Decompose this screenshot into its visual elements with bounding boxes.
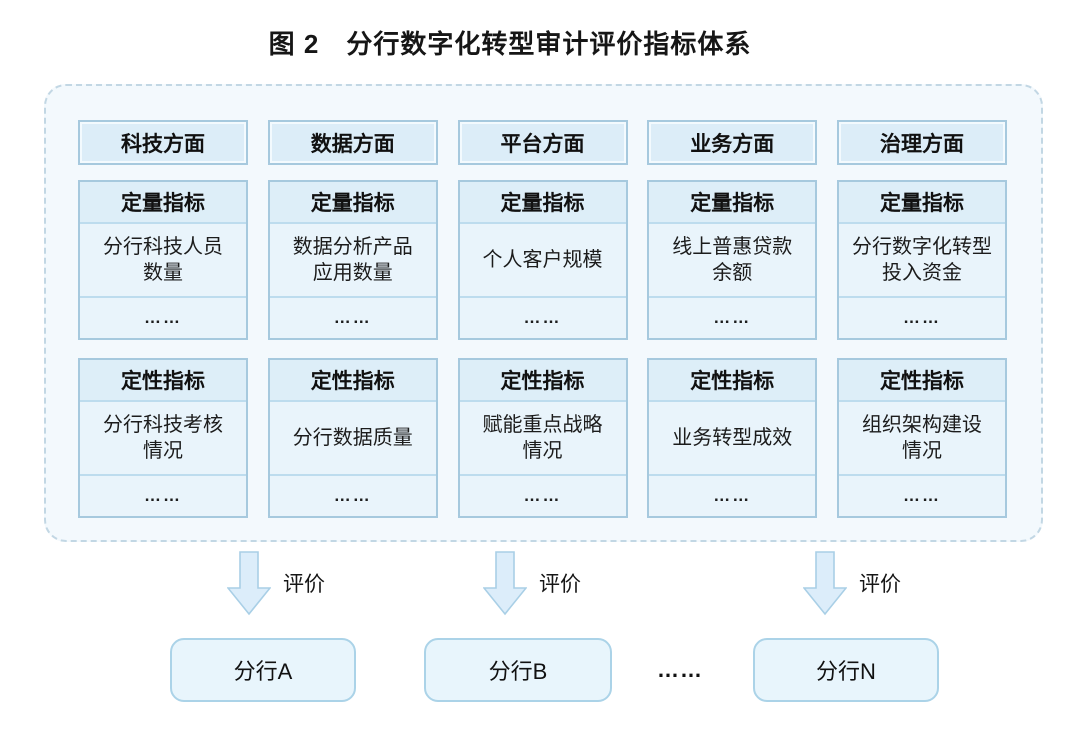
evaluation-label: 评价 (859, 573, 901, 596)
aspect-column-governance: 治理方面 定量指标 分行数字化转型 投入资金 …… 定性指标 组织架构建设 情况… (837, 120, 1007, 540)
branch-b-box: 分行B (424, 638, 612, 702)
qualitative-group: 定性指标 业务转型成效 …… (647, 358, 818, 518)
indicator-item: 线上普惠贷款 余额 (649, 224, 816, 298)
indicator-item: 赋能重点战略 情况 (459, 402, 626, 476)
more-indicators: …… (144, 486, 182, 505)
quantitative-group: 定量指标 分行科技人员 数量 …… (78, 180, 248, 340)
evaluation-label: 评价 (539, 573, 581, 596)
aspect-header: 治理方面 (837, 120, 1007, 165)
indicator-item: 分行科技人员 数量 (80, 224, 246, 298)
more-indicators: …… (333, 308, 372, 327)
group-header: 定性指标 (80, 360, 246, 402)
branch-n-box: 分行N (753, 638, 939, 702)
indicator-item: 个人客户规模 (459, 224, 626, 298)
group-header: 定性指标 (269, 360, 436, 402)
aspect-column-technology: 科技方面 定量指标 分行科技人员 数量 …… 定性指标 分行科技考核 情况 …… (78, 120, 248, 540)
down-arrow-icon (483, 551, 527, 616)
indicator-item: 组织架构建设 情况 (839, 402, 1005, 476)
branch-a-box: 分行A (170, 638, 356, 702)
more-indicators: …… (713, 308, 752, 327)
quantitative-group: 定量指标 线上普惠贷款 余额 …… (647, 180, 818, 340)
evaluation-arrow-unit-1: 评价 (227, 551, 325, 616)
indicator-item: 数据分析产品 应用数量 (269, 224, 436, 298)
more-indicators: …… (333, 486, 372, 505)
more-indicators: …… (903, 486, 941, 505)
quantitative-group: 定量指标 数据分析产品 应用数量 …… (267, 180, 438, 340)
evaluation-label: 评价 (283, 573, 325, 596)
figure-title: 图 2 分行数字化转型审计评价指标体系 (268, 29, 752, 59)
qualitative-group: 定性指标 分行数据质量 …… (267, 358, 438, 518)
group-header: 定量指标 (839, 182, 1005, 224)
group-header: 定性指标 (649, 360, 816, 402)
indicator-item: 分行科技考核 情况 (80, 402, 246, 476)
indicator-item: 分行数字化转型 投入资金 (839, 224, 1005, 298)
aspect-column-data: 数据方面 定量指标 数据分析产品 应用数量 …… 定性指标 分行数据质量 …… (267, 120, 438, 540)
qualitative-group: 定性指标 组织架构建设 情况 …… (837, 358, 1007, 518)
quantitative-group: 定量指标 个人客户规模 …… (457, 180, 628, 340)
down-arrow-icon (803, 551, 847, 616)
aspect-header: 数据方面 (267, 120, 438, 165)
aspect-header: 科技方面 (78, 120, 248, 165)
indicator-item: 业务转型成效 (649, 402, 816, 476)
group-header: 定量指标 (80, 182, 246, 224)
group-header: 定量指标 (459, 182, 626, 224)
more-indicators: …… (523, 308, 562, 327)
qualitative-group: 定性指标 分行科技考核 情况 …… (78, 358, 248, 518)
more-indicators: …… (713, 486, 752, 505)
down-arrow-icon (227, 551, 271, 616)
branches-ellipsis: …… (657, 657, 703, 682)
group-header: 定性指标 (459, 360, 626, 402)
group-header: 定量指标 (269, 182, 436, 224)
aspect-column-business: 业务方面 定量指标 线上普惠贷款 余额 …… 定性指标 业务转型成效 …… (647, 120, 818, 540)
indicator-item: 分行数据质量 (269, 402, 436, 476)
group-header: 定性指标 (839, 360, 1005, 402)
indicator-system-panel: 科技方面 定量指标 分行科技人员 数量 …… 定性指标 分行科技考核 情况 ……… (44, 84, 1043, 542)
aspect-column-platform: 平台方面 定量指标 个人客户规模 …… 定性指标 赋能重点战略 情况 …… (457, 120, 628, 540)
evaluation-arrow-unit-2: 评价 (483, 551, 581, 616)
group-header: 定量指标 (649, 182, 816, 224)
more-indicators: …… (144, 308, 182, 327)
quantitative-group: 定量指标 分行数字化转型 投入资金 …… (837, 180, 1007, 340)
qualitative-group: 定性指标 赋能重点战略 情况 …… (457, 358, 628, 518)
more-indicators: …… (523, 486, 562, 505)
aspect-header: 业务方面 (647, 120, 818, 165)
more-indicators: …… (903, 308, 941, 327)
aspect-header: 平台方面 (457, 120, 628, 165)
evaluation-arrow-unit-3: 评价 (803, 551, 901, 616)
